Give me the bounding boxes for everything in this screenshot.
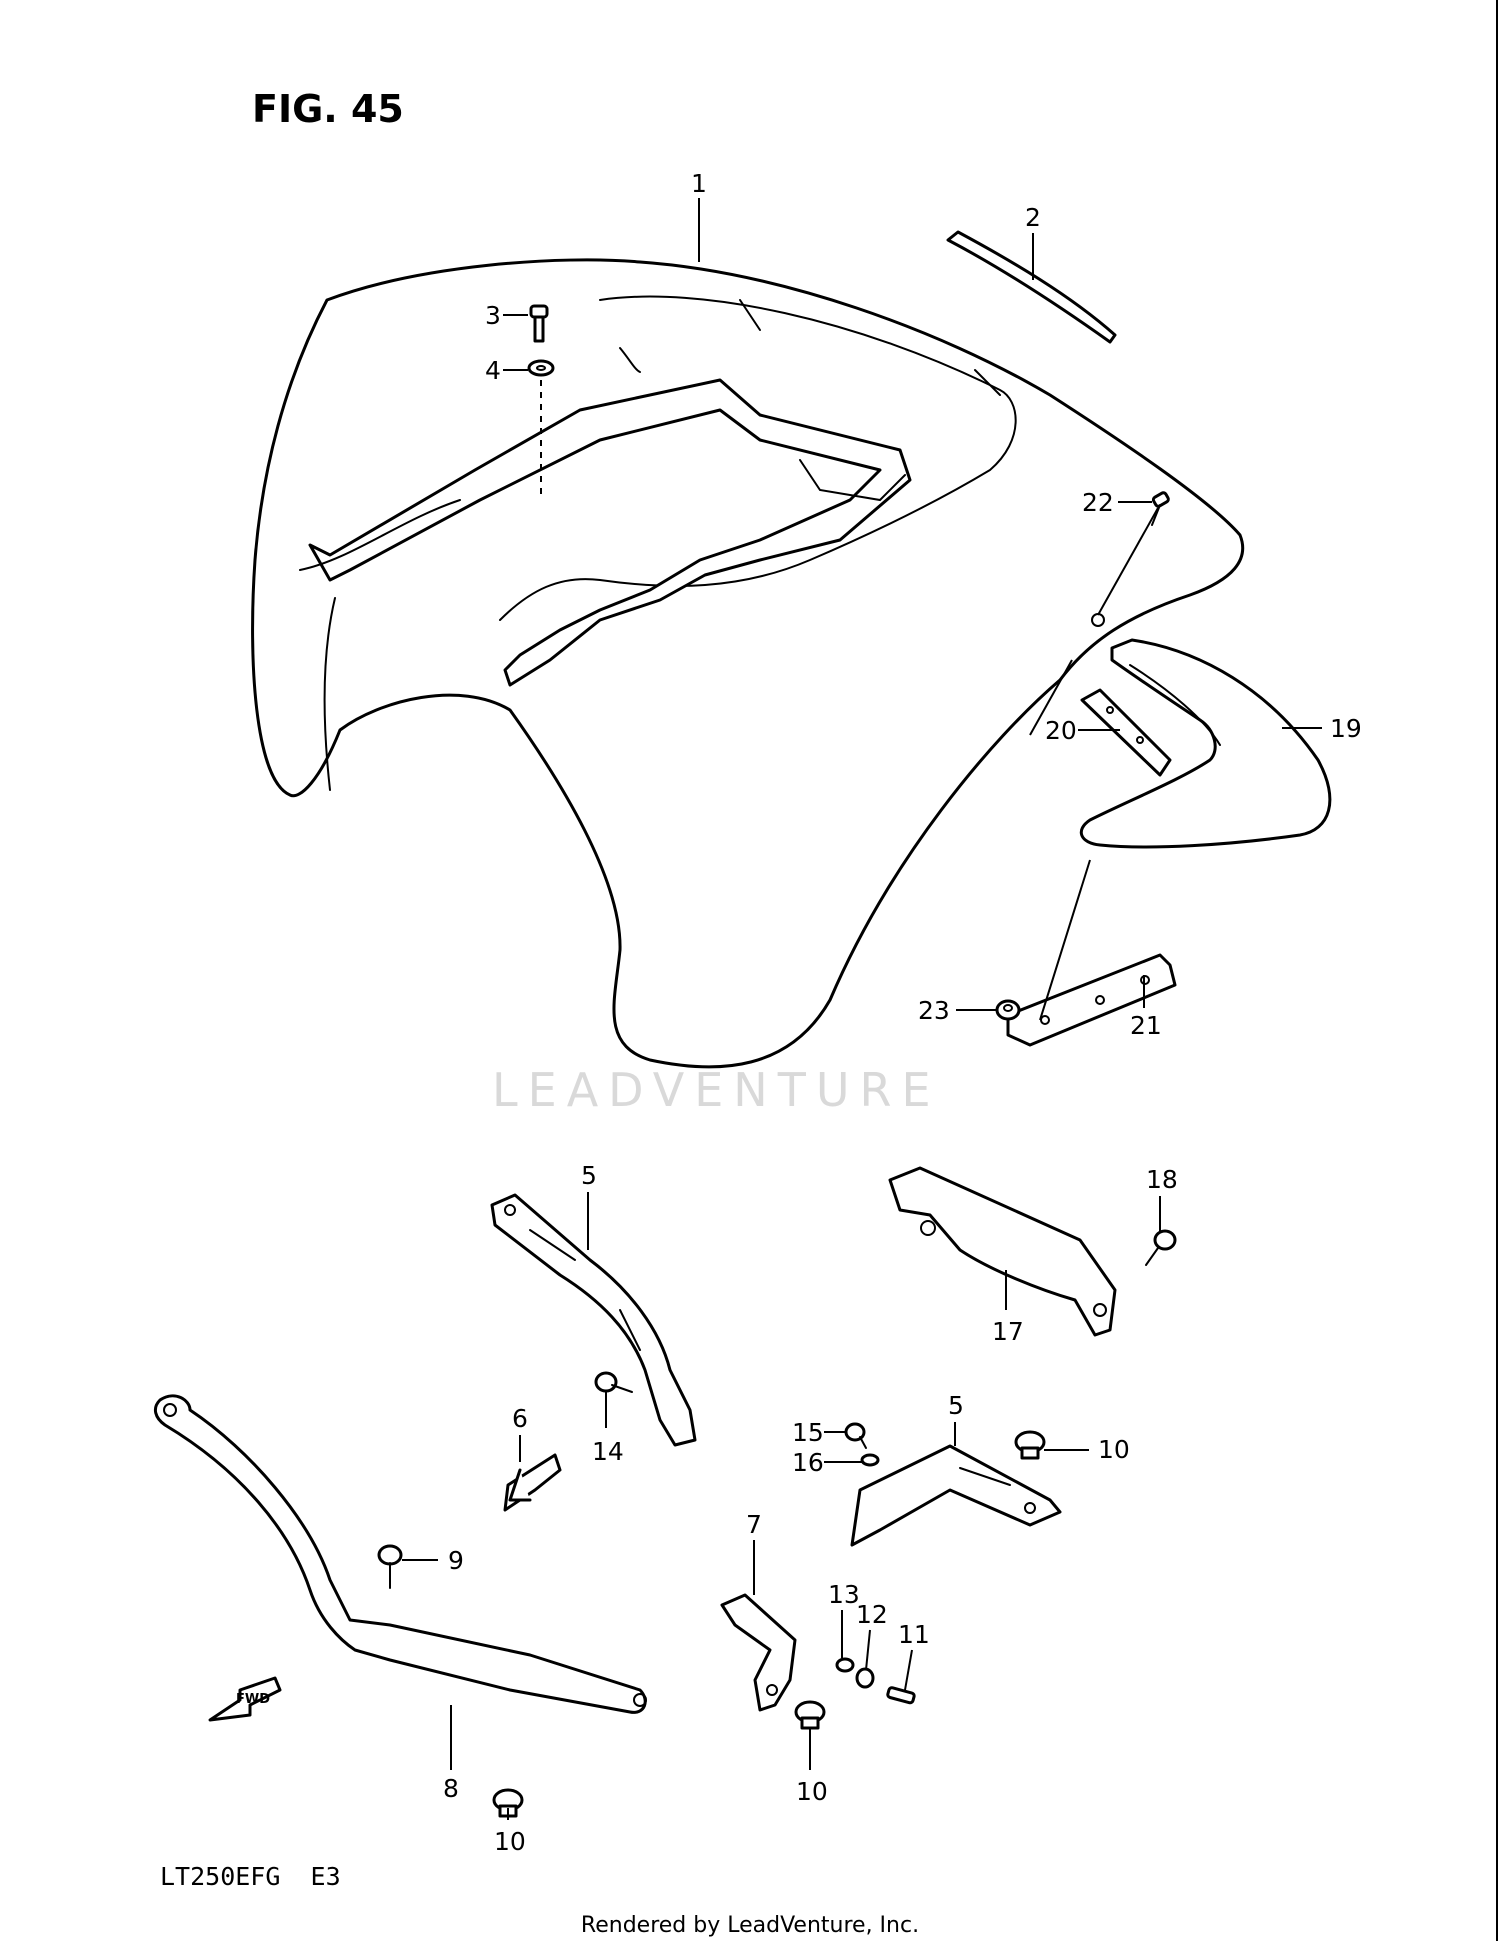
callout-13: 13 <box>828 1580 860 1609</box>
screw-part-18 <box>1145 1229 1177 1266</box>
callout-5-lower: 5 <box>948 1391 964 1420</box>
callout-16: 16 <box>792 1448 824 1477</box>
nut-part-12 <box>855 1667 875 1689</box>
bolt-part-11 <box>886 1686 916 1705</box>
callout-8: 8 <box>443 1774 459 1803</box>
callout-20: 20 <box>1045 716 1077 745</box>
leader-lines <box>402 198 1322 1820</box>
callout-15: 15 <box>792 1418 824 1447</box>
bolt-part-9 <box>377 1544 403 1589</box>
bolt-part-15 <box>844 1422 867 1449</box>
nut-part-23 <box>995 999 1021 1021</box>
clip-bracket-part-20 <box>1029 659 1172 777</box>
callout-17: 17 <box>992 1317 1024 1346</box>
callout-1: 1 <box>691 169 707 198</box>
callout-labels: 1 2 3 4 22 20 19 23 21 5 18 17 14 6 15 5… <box>443 169 1362 1856</box>
watermark-text: LEADVENTURE <box>492 1063 941 1117</box>
grommet-part-10-center <box>794 1700 826 1730</box>
stay-part-7 <box>720 1593 797 1712</box>
callout-10-center: 10 <box>796 1777 828 1806</box>
callout-9: 9 <box>448 1546 464 1575</box>
stay-bar-part-8 <box>153 1394 647 1714</box>
mud-flap-part-19 <box>1079 638 1332 849</box>
callout-3: 3 <box>485 301 501 330</box>
callout-2: 2 <box>1025 203 1041 232</box>
model-code: LT250EFG E3 <box>160 1862 341 1891</box>
bolt-part-3 <box>529 304 549 343</box>
callout-18: 18 <box>1146 1165 1178 1194</box>
forward-direction-arrow: FWD <box>208 1676 282 1722</box>
screw-part-22 <box>1097 491 1170 616</box>
callout-6: 6 <box>512 1404 528 1433</box>
bracket-part-5-upper <box>490 1193 697 1447</box>
washer-part-13 <box>835 1657 855 1673</box>
figure-title: FIG. 45 <box>252 87 404 131</box>
callout-12: 12 <box>856 1600 888 1629</box>
lower-bracket-part-21 <box>1006 859 1177 1047</box>
callout-22: 22 <box>1082 488 1114 517</box>
callout-11: 11 <box>898 1620 930 1649</box>
bracket-part-5-lower <box>850 1444 1062 1547</box>
callout-19: 19 <box>1330 714 1362 743</box>
washer-part-16 <box>860 1453 880 1467</box>
callout-14: 14 <box>592 1437 624 1466</box>
callout-10-left: 10 <box>494 1827 526 1856</box>
grommet-part-10-upper <box>1014 1430 1046 1460</box>
callout-10-upper: 10 <box>1098 1435 1130 1464</box>
footer-credit: Rendered by LeadVenture, Inc. <box>581 1913 919 1938</box>
clamp-part-6 <box>503 1453 562 1512</box>
washer-part-4 <box>527 359 555 500</box>
fwd-label: FWD <box>236 1692 270 1707</box>
rear-fender-part-1 <box>251 258 1245 1069</box>
callout-5-upper: 5 <box>581 1161 597 1190</box>
trim-strip-part-2 <box>946 230 1117 344</box>
bolt-part-14 <box>594 1371 633 1393</box>
callout-21: 21 <box>1130 1011 1162 1040</box>
callout-7: 7 <box>746 1510 762 1539</box>
guard-bracket-part-17 <box>888 1166 1117 1337</box>
callout-4: 4 <box>485 356 501 385</box>
callout-23: 23 <box>918 996 950 1025</box>
